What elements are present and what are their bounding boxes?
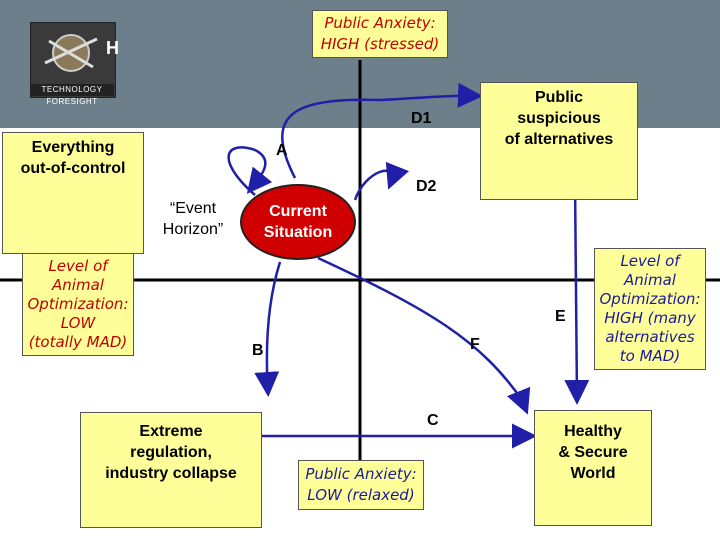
path-e-arrow <box>564 179 590 405</box>
logo-caption: TECHNOLOGY FORESIGHT <box>30 84 114 106</box>
path-label-a: A <box>276 142 288 159</box>
path-label-e: E <box>555 308 566 325</box>
current-situation-node: Current Situation <box>240 184 356 260</box>
public-anxiety-low-label: Public Anxiety: LOW (relaxed) <box>298 460 424 510</box>
header-partial-title: H <box>106 38 119 58</box>
path-label-f: F <box>470 336 480 353</box>
path-label-d2: D2 <box>416 178 437 195</box>
path-b-arrow <box>254 261 282 397</box>
path-a-arrow <box>227 146 273 196</box>
event-horizon-label: “Event Horizon” <box>162 200 224 238</box>
box-extreme-regulation: Extreme regulation, industry collapse <box>80 412 262 528</box>
box-everything-out-of-control: Everything out-of-control <box>2 132 144 254</box>
public-anxiety-high-label: Public Anxiety: HIGH (stressed) <box>312 10 448 58</box>
animal-optimization-high-label: Level of Animal Optimization: HIGH (many… <box>594 248 706 370</box>
box-public-suspicious: Public suspicious of alternatives <box>480 82 638 200</box>
path-label-d1: D1 <box>411 110 432 127</box>
path-d2-arrow <box>353 161 410 201</box>
path-label-b: B <box>252 342 264 359</box>
path-f-arrow <box>317 256 531 415</box>
box-healthy-secure-world: Healthy & Secure World <box>534 410 652 526</box>
path-d1-arrow <box>281 82 483 179</box>
animal-optimization-low-label: Level of Animal Optimization: LOW (total… <box>22 252 134 356</box>
path-label-c: C <box>427 412 439 429</box>
